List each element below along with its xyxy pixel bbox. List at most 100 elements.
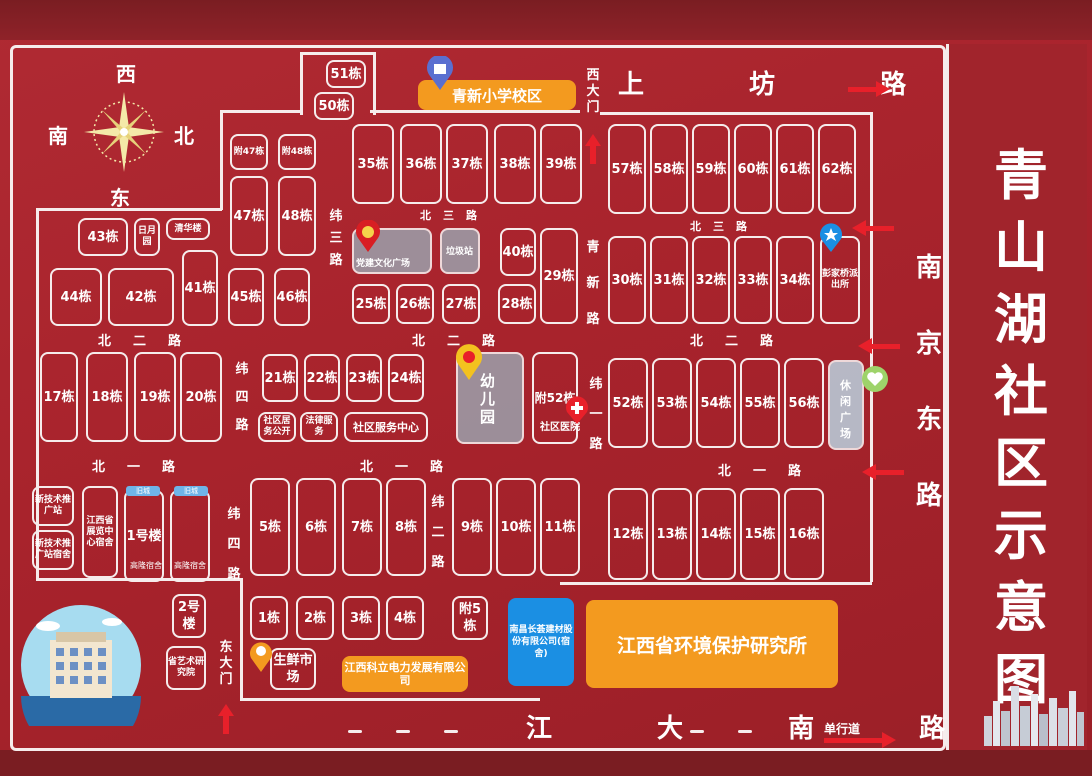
title-panel: 青 山 湖 社 区 示 意 图: [946, 44, 1087, 750]
dorm-b-label: 高隆宿舍: [174, 561, 206, 570]
wall: [600, 112, 870, 115]
road-north2-right: 北二路: [690, 334, 796, 349]
party-emblem-icon: [356, 220, 380, 252]
sign-badge: 旧城: [174, 486, 208, 496]
wall: [36, 208, 222, 211]
building: 35栋: [352, 124, 394, 204]
building: 21栋: [262, 354, 298, 402]
title-char: 青: [994, 144, 1048, 207]
building: 10栋: [496, 478, 536, 576]
community-building-illustration: [21, 605, 141, 726]
one-way-label: 单行道: [824, 722, 861, 736]
recycle-station-label: 垃圾站: [446, 247, 474, 257]
hospital-cross-icon: [566, 396, 588, 424]
leisure-square-label: 休闲广场: [840, 379, 851, 440]
road-shangfang: 上 坊 路: [618, 70, 955, 100]
building: 31栋: [650, 236, 688, 324]
nanchang-company-dorm: 南昌长荟建材股份有限公司(宿舍): [508, 598, 574, 686]
building: 23栋: [346, 354, 382, 402]
building: 34栋: [776, 236, 814, 324]
jiangxi-power-company: 江西科立电力发展有限公司: [342, 656, 468, 692]
skyline-graphic: [984, 686, 1084, 746]
road-nanjing-east: 南京东路: [915, 253, 942, 511]
road-wei4-bottom: 纬四路: [227, 507, 241, 582]
building: 51栋: [326, 60, 366, 88]
building: 46栋: [274, 268, 310, 326]
building: 48栋: [278, 176, 316, 256]
service-center: 社区服务中心: [344, 412, 428, 442]
building: 14栋: [696, 488, 736, 580]
lane-dash: [444, 730, 458, 733]
wall: [300, 52, 376, 115]
wall: [370, 110, 580, 113]
building: 附47栋: [230, 134, 268, 170]
compass-north: 北: [174, 124, 194, 148]
sign-badge: 旧城: [126, 486, 160, 496]
compass-rose-icon: [84, 92, 164, 172]
building: 20栋: [180, 352, 222, 442]
building: 60栋: [734, 124, 772, 214]
compass-west: 西: [116, 62, 136, 86]
wall: [36, 578, 242, 581]
tsinghua-building: 清华楼: [166, 218, 210, 240]
road-jiangda-south: 江 大 南 路: [526, 714, 994, 744]
east-gate-label: 东大门: [219, 640, 233, 687]
police-badge-icon: [820, 223, 842, 252]
arrow-up-icon: [218, 704, 234, 734]
building: 7栋: [342, 478, 382, 576]
building: 19栋: [134, 352, 176, 442]
building: 40栋: [500, 228, 536, 276]
title-char: 示: [994, 504, 1048, 567]
market-pin-icon: [250, 642, 272, 672]
road-wei2: 纬二路: [431, 495, 445, 570]
building: 41栋: [182, 250, 218, 326]
building: 24栋: [388, 354, 424, 402]
lane-dash: [396, 730, 410, 733]
road-north2-left: 北二路: [98, 334, 204, 349]
school-label: 青新小学校区: [418, 80, 576, 110]
building: 17栋: [40, 352, 78, 442]
building: 附5栋: [452, 596, 488, 640]
leisure-square-area: [828, 360, 864, 450]
building: 9栋: [452, 478, 492, 576]
title-char: 意: [994, 576, 1048, 639]
building: 6栋: [296, 478, 336, 576]
building: 28栋: [498, 284, 536, 324]
building: 43栋: [78, 218, 128, 256]
road-wei4-top: 纬四路: [235, 362, 249, 433]
building: 42栋: [108, 268, 174, 326]
building: 30栋: [608, 236, 646, 324]
wall: [36, 208, 39, 578]
west-gate-label: 西大门: [586, 68, 600, 115]
title-char: 图: [994, 648, 1048, 711]
art-institute: 省艺术研究院: [166, 646, 206, 690]
fresh-market: 生鲜市场: [270, 648, 316, 690]
recycle-station-area: [440, 228, 480, 274]
building: 附48栋: [278, 134, 316, 170]
building: 16栋: [784, 488, 824, 580]
building: 4栋: [386, 596, 424, 640]
building: 1栋: [250, 596, 288, 640]
building: 58栋: [650, 124, 688, 214]
building: 11栋: [540, 478, 580, 576]
building: 50栋: [314, 92, 354, 120]
building: 38栋: [494, 124, 536, 204]
community-office: 社区居务公开: [258, 412, 296, 442]
title-char: 社: [994, 360, 1048, 423]
building: 15栋: [740, 488, 780, 580]
building: 32栋: [692, 236, 730, 324]
building: 5栋: [250, 478, 290, 576]
building: 61栋: [776, 124, 814, 214]
building: 33栋: [734, 236, 772, 324]
school-book-icon: [427, 56, 453, 90]
building: 25栋: [352, 284, 390, 324]
tech-station: 新技术推广站: [32, 486, 74, 526]
lane-dash: [690, 730, 704, 733]
building: 47栋: [230, 176, 268, 256]
frame-top: [0, 0, 1092, 40]
road-north1-right: 北一路: [718, 464, 824, 479]
wall: [240, 698, 540, 701]
building: 39栋: [540, 124, 582, 204]
arrow-up-icon: [585, 134, 601, 164]
